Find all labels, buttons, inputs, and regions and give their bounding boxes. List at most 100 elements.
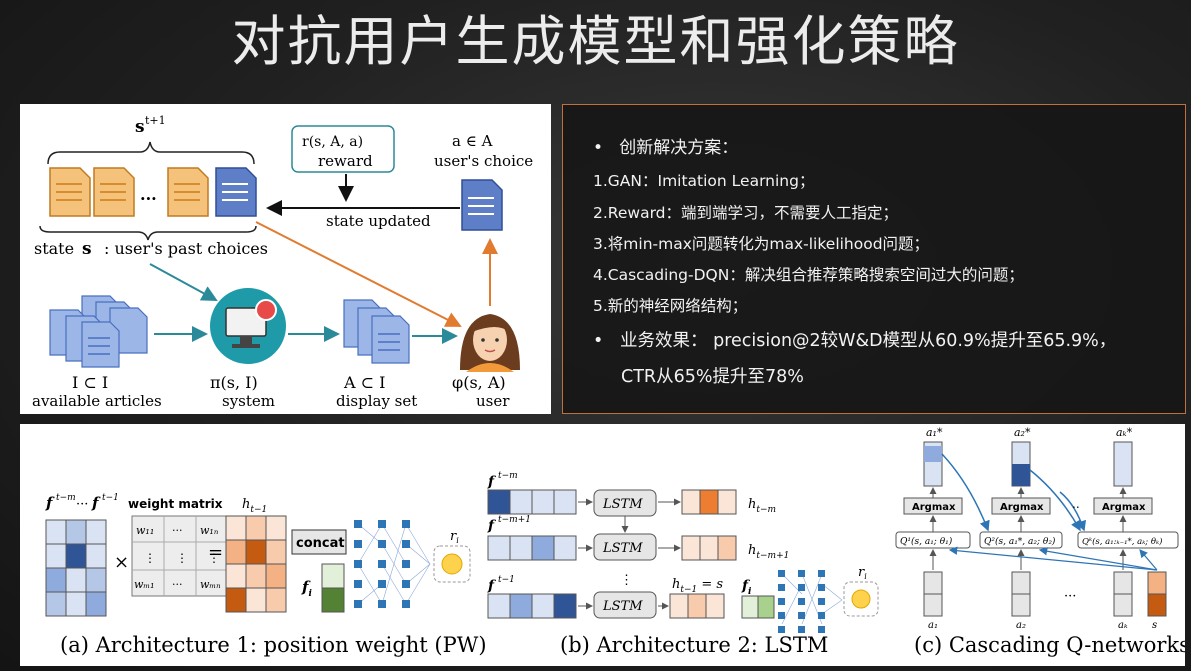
- svg-text:t+1: t+1: [145, 114, 166, 127]
- display-formula: A ⊂ I: [343, 373, 385, 392]
- svg-text:a₂: a₂: [1016, 620, 1026, 631]
- svg-text:f: f: [91, 494, 101, 512]
- new-choice-doc-icon: [215, 167, 257, 217]
- brace-top: [47, 141, 255, 165]
- mlp-network: [357, 523, 431, 605]
- svg-text:f: f: [487, 518, 497, 534]
- svg-text:t−m: t−m: [498, 471, 518, 481]
- svg-text:a₁*: a₁*: [926, 426, 943, 439]
- svg-text:LSTM: LSTM: [602, 541, 643, 556]
- svg-text:: user's past choices: : user's past choices: [104, 239, 268, 258]
- svg-text:ht−m: ht−m: [748, 497, 776, 515]
- svg-text:⋮: ⋮: [620, 573, 633, 588]
- svg-text:a₂*: a₂*: [1014, 426, 1031, 439]
- solution-item-1: 1.GAN：Imitation Learning；: [593, 172, 815, 190]
- innovation-text-panel: • 创新解决方案： 1.GAN：Imitation Learning； 2.Re…: [562, 104, 1186, 414]
- svg-text:ri: ri: [858, 565, 867, 581]
- svg-text:Argmax: Argmax: [1102, 502, 1146, 513]
- choice-label: user's choice: [434, 152, 533, 170]
- system-label: system: [222, 392, 275, 410]
- results-line-2: CTR从65%提升至78%: [621, 367, 804, 387]
- state-label: state: [34, 239, 74, 258]
- svg-text:···: ···: [172, 578, 183, 591]
- svg-text:=: =: [208, 542, 223, 563]
- choice-doc-icon: [461, 179, 503, 231]
- svg-text:t−m: t−m: [56, 493, 76, 503]
- caption-c: (c) Cascading Q-networks: [914, 633, 1185, 657]
- svg-text:···: ···: [76, 497, 88, 512]
- solution-item-4: 4.Cascading-DQN：解决组合推荐策略搜索空间过大的问题；: [593, 266, 1024, 284]
- svg-text:Argmax: Argmax: [912, 502, 956, 513]
- svg-text:s: s: [82, 239, 92, 259]
- svg-text:f: f: [487, 578, 497, 594]
- svg-text:t−m+1: t−m+1: [498, 515, 531, 525]
- weight-matrix: w₁₁ ··· w₁ₙ ⋮ ⋮ ⋮ wₘ₁ ··· wₘₙ: [131, 515, 229, 597]
- user-avatar-icon: [460, 314, 520, 372]
- svg-text:⋮: ⋮: [176, 551, 188, 565]
- svg-text:f: f: [487, 474, 497, 490]
- svg-text:r(s, A, a): r(s, A, a): [302, 134, 363, 150]
- svg-text:..: ..: [1072, 497, 1080, 511]
- slide-title: 对抗用户生成模型和强化策略: [231, 10, 960, 73]
- articles-formula: I ⊂ I: [72, 373, 108, 392]
- svg-text:LSTM: LSTM: [602, 497, 643, 512]
- caption-b: (b) Architecture 2: LSTM: [560, 633, 828, 657]
- svg-text:Qᵏ(s, a₁:ₖ₋₁*, aₖ; θₖ): Qᵏ(s, a₁:ₖ₋₁*, aₖ; θₖ): [1082, 536, 1162, 547]
- choice-formula: a ∈ A: [452, 132, 493, 150]
- state-updated-label: state updated: [326, 212, 431, 230]
- svg-text:s: s: [1152, 620, 1157, 631]
- reward-box: [291, 125, 395, 173]
- svg-text:LSTM: LSTM: [602, 599, 643, 614]
- solution-item-3: 3.将min-max问题转化为max-likelihood问题；: [593, 235, 930, 253]
- user-label: user: [476, 392, 510, 410]
- caption-a: (a) Architecture 1: position weight (PW): [60, 633, 487, 657]
- item-feature-vector: [321, 563, 345, 613]
- solution-item-2: 2.Reward：端到端学习，不需要人工指定；: [593, 204, 899, 222]
- svg-text:⋮: ⋮: [144, 551, 156, 565]
- svg-text:...: ...: [140, 185, 157, 204]
- svg-text:Q²(s, a₁*, a₂; θ₂): Q²(s, a₁*, a₂; θ₂): [984, 536, 1056, 547]
- past-choice-doc-icon: [93, 167, 135, 217]
- svg-text:w₁₁: w₁₁: [136, 524, 154, 537]
- concat-box: [291, 529, 347, 555]
- output-node: [441, 553, 463, 575]
- svg-text:fi: fi: [301, 578, 312, 599]
- user-formula: φ(s, A): [452, 373, 506, 392]
- state-next-label: s: [135, 117, 145, 137]
- cascading-q-networks: a₁* a₂* aₖ* Argmax Argmax Argmax Q¹(s, a…: [895, 426, 1179, 631]
- svg-text:···: ···: [172, 524, 183, 537]
- bullet-solutions: • 创新解决方案：: [593, 138, 739, 158]
- svg-text:ht−m+1: ht−m+1: [748, 543, 789, 561]
- svg-text:fi: fi: [741, 578, 752, 597]
- past-choice-doc-icon: [49, 167, 91, 217]
- svg-text:aₖ*: aₖ*: [1116, 426, 1133, 439]
- system-formula: π(s, I): [210, 373, 258, 392]
- svg-text:Argmax: Argmax: [1000, 502, 1044, 513]
- bullet-results: • 业务效果： precision@2较W&D模型从60.9%提升至65.9%，: [593, 331, 1117, 351]
- svg-text:⋮: ⋮: [208, 551, 220, 565]
- svg-text:t−1: t−1: [102, 493, 119, 503]
- architecture-diagram: f t−m ··· f t−1 × weight matrix w₁₁···w₁…: [20, 424, 1190, 666]
- articles-label: available articles: [32, 392, 162, 410]
- svg-text:Q¹(s, a₁; θ₁): Q¹(s, a₁; θ₁): [900, 536, 953, 547]
- past-choice-doc-icon: [167, 167, 209, 217]
- svg-text:×: ×: [114, 552, 129, 573]
- svg-text:weight matrix: weight matrix: [128, 497, 223, 511]
- svg-text:t−1: t−1: [498, 575, 515, 585]
- display-label: display set: [336, 392, 417, 410]
- hidden-matrix: [225, 515, 287, 613]
- feature-matrix: [45, 519, 107, 617]
- svg-text:ht−1 = s: ht−1 = s: [672, 577, 723, 595]
- svg-text:aₖ: aₖ: [1118, 620, 1128, 631]
- svg-text:w₁ₙ: w₁ₙ: [200, 524, 218, 537]
- svg-text:wₘ₁: wₘ₁: [134, 578, 155, 591]
- svg-text:ht−1: ht−1: [242, 497, 267, 515]
- svg-text:a₁: a₁: [928, 620, 938, 631]
- solution-item-5: 5.新的神经网络结构；: [593, 297, 748, 315]
- svg-text:···: ···: [1064, 589, 1076, 604]
- svg-text:ri: ri: [450, 529, 459, 545]
- svg-text:wₘₙ: wₘₙ: [200, 578, 221, 591]
- svg-text:concat: concat: [296, 536, 345, 551]
- display-set-icon: [343, 299, 410, 364]
